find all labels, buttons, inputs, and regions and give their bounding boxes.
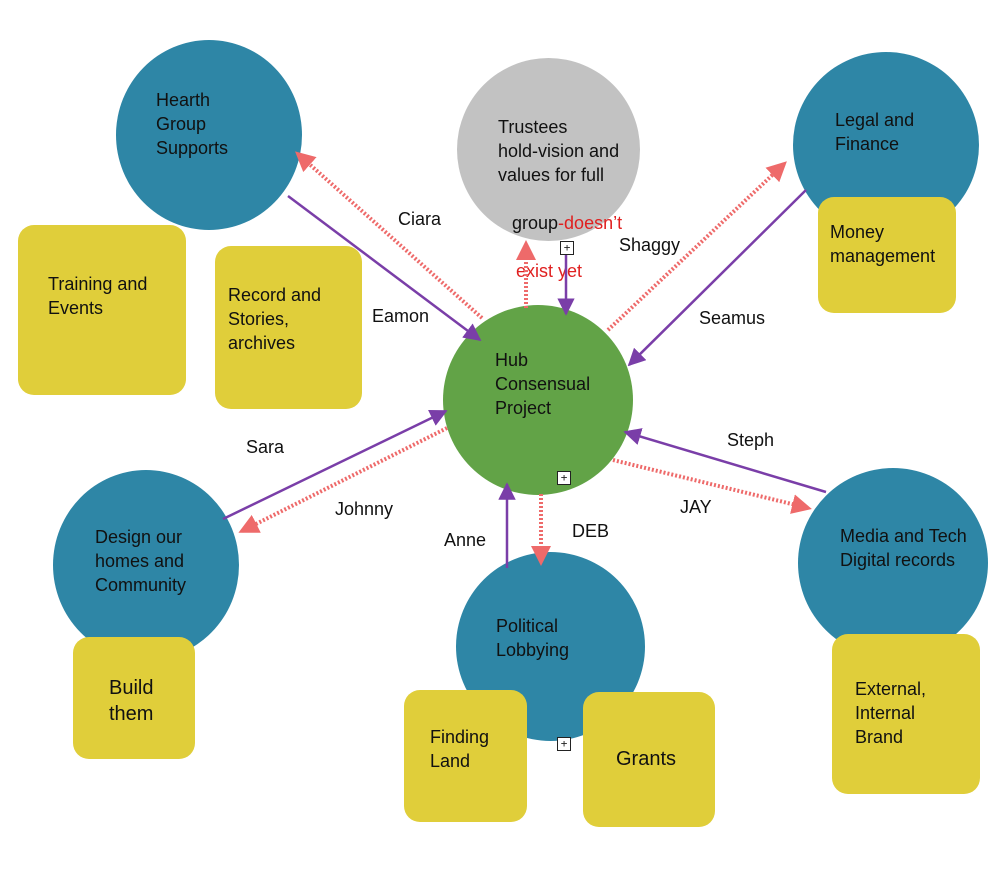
sticky-training-label: Training and Events (48, 274, 148, 318)
sticky-external-brand[interactable]: External, Internal Brand (832, 634, 980, 794)
sticky-finding-label: Finding Land (430, 727, 490, 771)
node-trustees[interactable]: Trustees hold-vision and values for full… (457, 58, 640, 281)
person-deb: DEB (572, 521, 610, 541)
sticky-record-label: Record and Stories, archives (228, 285, 322, 353)
node-hearth-group[interactable]: Hearth Group Supports (116, 40, 302, 230)
arrow-jay (612, 458, 812, 514)
person-anne: Anne (444, 530, 487, 550)
node-media-label: Media and Tech Digital records (840, 526, 967, 570)
node-design-community[interactable]: Design our homes and Community (53, 470, 239, 660)
sticky-money-management[interactable]: Money management (818, 197, 956, 313)
node-political-label: Political Lobbying (496, 616, 570, 660)
sticky-build-them[interactable]: Build them (73, 637, 195, 759)
node-legal-label: Legal and Finance (835, 110, 915, 154)
sticky-external-label: External, Internal Brand (855, 679, 927, 747)
sticky-record-stories[interactable]: Record and Stories, archives (215, 246, 362, 409)
node-trustees-label: Trustees hold-vision and values for full… (498, 91, 622, 283)
person-steph: Steph (727, 430, 775, 450)
sticky-build-label: Build them (109, 677, 154, 725)
node-hub[interactable]: Hub Consensual Project (443, 305, 633, 495)
trustees-group: group (512, 213, 559, 233)
person-seamus: Seamus (699, 308, 766, 328)
node-hearth-label: Hearth Group Supports (156, 90, 229, 158)
arrow-steph (623, 428, 827, 494)
sticky-finding-land[interactable]: Finding Land (404, 690, 527, 822)
person-ciara: Ciara (398, 209, 442, 229)
sticky-money-label: Money management (830, 222, 936, 266)
trustees-text: Trustees hold-vision and values for full (498, 117, 620, 185)
node-design-label: Design our homes and Community (95, 527, 187, 595)
trustees-note-1: -doesn’t (558, 213, 623, 233)
arrow-shaggy (606, 161, 787, 332)
person-shaggy: Shaggy (619, 235, 681, 255)
person-jay: JAY (680, 497, 712, 517)
sticky-grants[interactable]: Grants (583, 692, 715, 827)
arrow-ciara (295, 151, 484, 320)
plus-box-icon[interactable]: + (557, 737, 571, 751)
plus-box-icon[interactable]: + (557, 471, 571, 485)
person-eamon: Eamon (372, 306, 430, 326)
person-johnny: Johnny (335, 499, 394, 519)
person-sara: Sara (246, 437, 285, 457)
sticky-training-events[interactable]: Training and Events (18, 225, 186, 395)
plus-box-icon[interactable]: + (560, 241, 574, 255)
arrow-sara (222, 409, 448, 521)
node-hub-label: Hub Consensual Project (495, 350, 591, 418)
node-media-tech[interactable]: Media and Tech Digital records (798, 468, 988, 658)
arrow-eamon (287, 195, 482, 342)
arrow-seamus (627, 189, 807, 367)
sticky-grants-label: Grants (616, 748, 677, 770)
